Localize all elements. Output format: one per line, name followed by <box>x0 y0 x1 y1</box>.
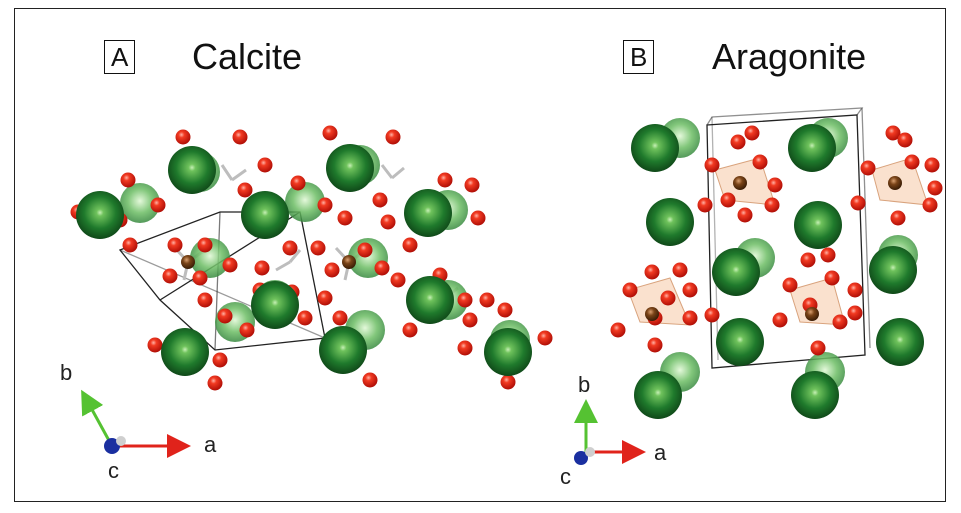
panel-b-tag: B <box>623 40 655 74</box>
b-axis-arrow <box>81 389 114 447</box>
calcite-axes: b a c <box>60 360 217 483</box>
a-axis-label: a <box>654 440 667 465</box>
calcite-carbon-atoms <box>181 255 356 269</box>
b-axis-label: b <box>60 360 72 385</box>
c-axis-marker <box>104 438 120 454</box>
c-axis-marker <box>574 451 588 465</box>
panel-a-tag: A <box>104 40 136 74</box>
calcite-oxygen-atoms <box>70 125 553 391</box>
aragonite-axes: b a c <box>560 372 667 489</box>
panel-b-title: Aragonite <box>712 36 867 77</box>
aragonite-ca-front <box>631 124 924 419</box>
calcite-structure: b a c <box>60 125 553 483</box>
panel-a-title: Calcite <box>192 36 303 77</box>
calcite-ca-front <box>76 144 532 376</box>
aragonite-oxygen-atoms <box>610 125 943 356</box>
aragonite-unit-cell <box>706 107 871 369</box>
aragonite-structure: b a c <box>560 107 943 489</box>
a-axis-label: a <box>204 432 217 457</box>
figure-frame <box>14 8 946 502</box>
c-axis-label: c <box>108 458 119 483</box>
c-axis-label: c <box>560 464 571 489</box>
aragonite-carbon-atoms <box>645 176 902 321</box>
b-axis-label: b <box>578 372 590 397</box>
